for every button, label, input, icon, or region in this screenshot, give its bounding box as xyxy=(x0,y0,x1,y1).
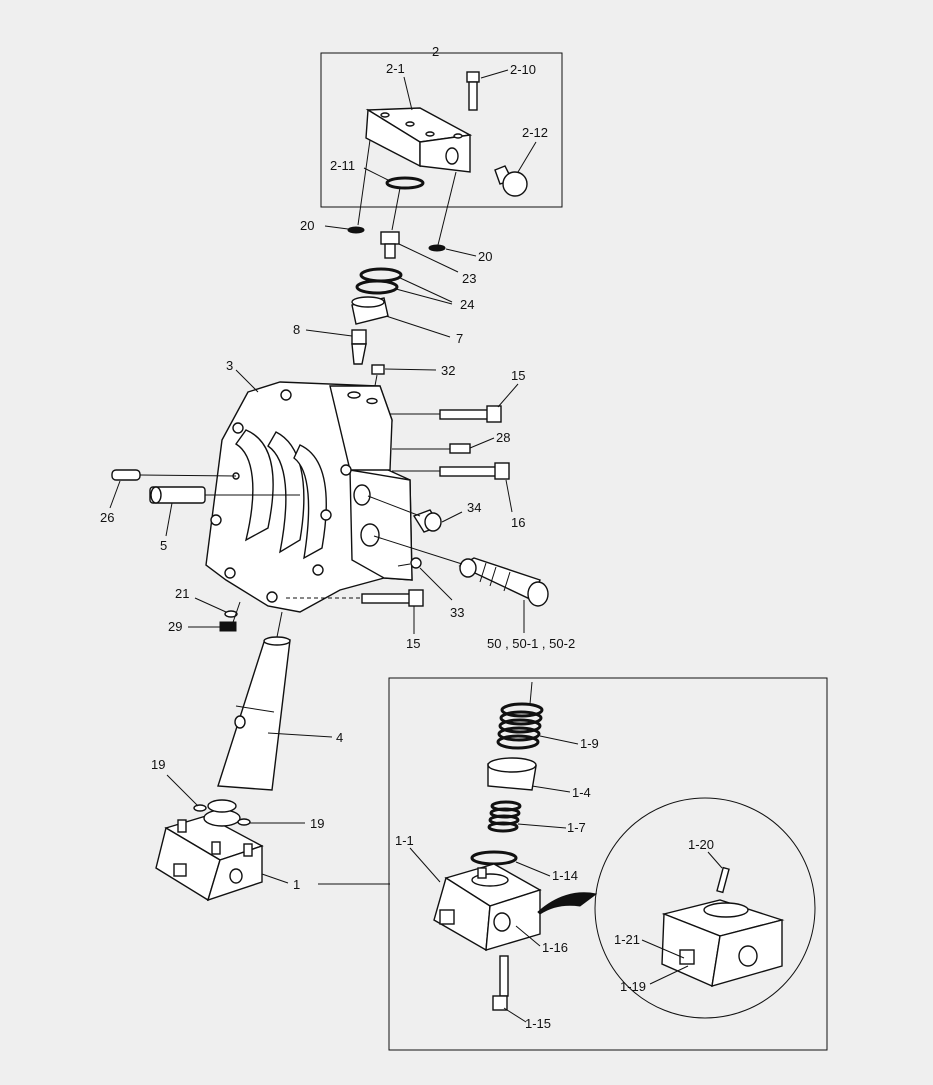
washer-20-left xyxy=(347,226,365,234)
detail-box-1 xyxy=(388,677,828,1051)
shaft-4 xyxy=(217,636,291,791)
label-1: 1 xyxy=(293,877,300,892)
label-2-10: 2-10 xyxy=(510,62,536,77)
nut-29 xyxy=(219,621,237,632)
spring-1-7 xyxy=(487,800,522,833)
block-1-1 xyxy=(433,863,542,952)
label-7: 7 xyxy=(456,331,463,346)
label-19-right: 19 xyxy=(310,816,324,831)
label-1-7: 1-7 xyxy=(567,820,586,835)
label-2-1: 2-1 xyxy=(386,61,405,76)
label-4: 4 xyxy=(336,730,343,745)
label-23: 23 xyxy=(462,271,476,286)
label-19-left: 19 xyxy=(151,757,165,772)
label-24: 24 xyxy=(460,297,474,312)
oring-1-14 xyxy=(470,850,518,866)
cup-1-4 xyxy=(487,757,537,791)
detail-box-frame xyxy=(388,677,828,1051)
label-8: 8 xyxy=(293,322,300,337)
valve-50 xyxy=(458,557,549,607)
nut-32 xyxy=(371,364,385,375)
oring-19-right xyxy=(237,818,251,826)
bolt-1-15 xyxy=(492,955,509,1011)
label-3: 3 xyxy=(226,358,233,373)
label-2-11: 2-11 xyxy=(330,158,355,173)
washer-20-right xyxy=(428,244,446,252)
bolt-15-bottom xyxy=(361,589,424,607)
leaders-2 xyxy=(357,69,537,246)
label-1-1: 1-1 xyxy=(395,833,414,848)
oring-2-11 xyxy=(385,176,425,190)
label-5: 5 xyxy=(160,538,167,553)
spring-1-9 xyxy=(496,702,544,750)
label-1-9: 1-9 xyxy=(580,736,599,751)
arrow-icon xyxy=(537,892,598,915)
oring-19-left xyxy=(193,804,207,812)
label-26: 26 xyxy=(100,510,114,525)
label-1-20: 1-20 xyxy=(688,837,714,852)
stud-28 xyxy=(449,443,471,454)
label-1-15: 1-15 xyxy=(525,1016,551,1031)
detail-block xyxy=(661,866,785,988)
label-1-16: 1-16 xyxy=(542,940,568,955)
label-2-12: 2-12 xyxy=(522,125,548,140)
oring-24-b xyxy=(355,279,399,295)
pin-8 xyxy=(351,329,367,365)
label-1-14: 1-14 xyxy=(552,868,578,883)
bolt-2-10 xyxy=(466,71,480,111)
subassembly-2 xyxy=(320,52,563,208)
oring-33 xyxy=(410,557,422,569)
collar-7 xyxy=(351,296,389,325)
label-15-top: 15 xyxy=(511,368,525,383)
label-1-21: 1-21 xyxy=(614,932,640,947)
label-34: 34 xyxy=(467,500,481,515)
bolt-23 xyxy=(380,231,400,259)
bolt-15-top xyxy=(439,405,502,423)
label-20-left: 20 xyxy=(300,218,314,233)
label-16: 16 xyxy=(511,515,525,530)
washer-21 xyxy=(224,610,238,618)
part-5 xyxy=(149,486,206,504)
part-1 xyxy=(155,799,264,902)
label-32: 32 xyxy=(441,363,455,378)
subassembly-2-frame xyxy=(320,52,563,208)
label-15-bottom: 15 xyxy=(406,636,420,651)
label-1-19: 1-19 xyxy=(620,979,646,994)
label-2: 2 xyxy=(432,44,439,59)
label-20-right: 20 xyxy=(478,249,492,264)
plug-2-12 xyxy=(494,165,528,197)
label-50: 50 , 50-1 , 50-2 xyxy=(487,636,575,651)
label-29: 29 xyxy=(168,619,182,634)
label-28: 28 xyxy=(496,430,510,445)
label-33: 33 xyxy=(450,605,464,620)
bolt-16 xyxy=(439,462,510,480)
plug-34 xyxy=(412,509,442,533)
label-1-4: 1-4 xyxy=(572,785,591,800)
pin-26 xyxy=(111,469,141,481)
oring-24-a xyxy=(359,267,403,283)
housing-3 xyxy=(205,381,413,613)
label-21: 21 xyxy=(175,586,189,601)
callout-labels: 2 2-1 2-10 2-12 2-11 20 20 23 24 8 7 3 3… xyxy=(100,44,714,1031)
block-2-1 xyxy=(365,107,473,173)
detail-circle xyxy=(594,797,816,1019)
